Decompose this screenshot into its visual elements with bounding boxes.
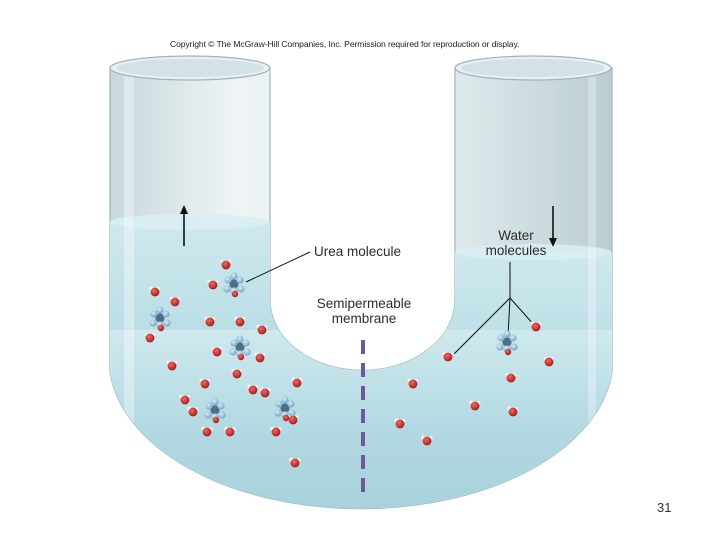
urea-molecule (229, 335, 251, 361)
urea-leader-line (245, 251, 311, 283)
water-molecule (269, 426, 283, 437)
water-molecule (542, 356, 556, 367)
arrow-down-icon (549, 206, 557, 247)
semipermeable-membrane-label: Semipermeable membrane (300, 296, 428, 326)
water-molecule (223, 426, 237, 437)
water-molecule (255, 324, 269, 335)
semipermeable-label-line1: Semipermeable (316, 296, 412, 311)
water-molecule (210, 346, 224, 357)
water-molecule (290, 377, 304, 388)
water-molecule (406, 378, 420, 389)
arrow-up-icon (180, 205, 188, 246)
urea-molecules (149, 272, 518, 424)
water-molecule (468, 400, 482, 411)
water-molecule (233, 316, 247, 327)
water-molecule (206, 279, 220, 290)
copyright-notice: Copyright © The McGraw-Hill Companies, I… (170, 39, 520, 49)
water-molecule (198, 378, 212, 389)
water-molecule (230, 368, 244, 379)
water-molecule (200, 426, 214, 437)
urea-molecule (204, 398, 226, 424)
urea-molecule (223, 272, 245, 298)
water-molecule (253, 352, 267, 363)
water-molecules-label: Water molecules (470, 228, 562, 258)
water-fill-bottom (110, 330, 612, 509)
water-molecule (168, 296, 182, 307)
water-label-line1: Water (498, 228, 534, 243)
water-molecule (393, 418, 407, 429)
urea-molecule-label: Urea molecule (314, 244, 402, 259)
water-molecule (219, 259, 233, 270)
water-molecule (186, 406, 200, 417)
water-molecule (143, 332, 157, 343)
water-molecule (288, 457, 302, 468)
water-molecule (165, 360, 179, 371)
water-molecule (258, 387, 272, 398)
water-molecule (246, 384, 260, 395)
water-label-line2: molecules (485, 243, 547, 258)
water-molecule (506, 406, 520, 417)
water-molecule (420, 435, 434, 446)
urea-molecule (496, 330, 518, 356)
water-molecule (504, 372, 518, 383)
urea-molecule (274, 396, 296, 422)
water-molecules (143, 259, 556, 468)
water-molecule (529, 321, 543, 332)
water-molecule (178, 394, 192, 405)
water-molecule (148, 286, 162, 297)
page-number: 31 (657, 500, 672, 515)
urea-molecule (149, 306, 171, 332)
water-molecule (441, 351, 455, 362)
semipermeable-label-line2: membrane (331, 311, 397, 326)
water-molecule (203, 316, 217, 327)
